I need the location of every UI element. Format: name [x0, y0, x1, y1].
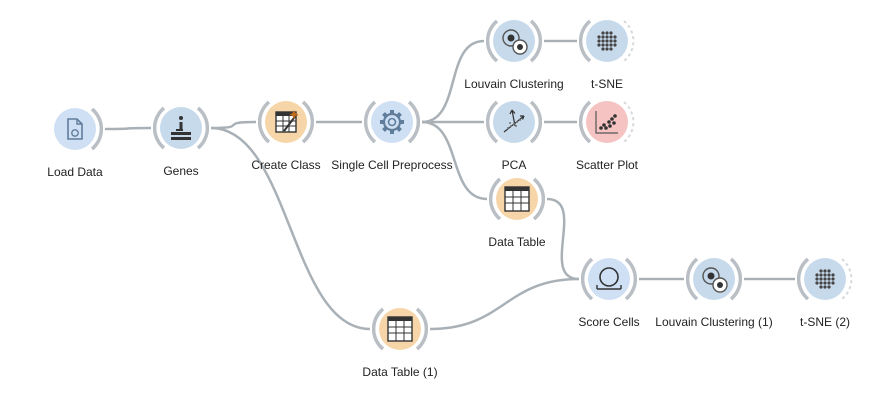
louvain-icon: [502, 29, 528, 55]
gear-icon: [380, 110, 404, 134]
table-icon: [387, 316, 413, 342]
scatter-plot-icon: [595, 111, 618, 134]
tsne-icon: [597, 31, 617, 51]
louvain-clustering-node-disc[interactable]: [485, 13, 543, 69]
louvain-icon: [702, 267, 728, 293]
widget-louvain-clustering-1[interactable]: Louvain Clustering (1): [655, 251, 773, 329]
widget-t-sne[interactable]: t-SNE: [562, 13, 652, 91]
pca-label: PCA: [501, 158, 527, 172]
score-cells-node-disc[interactable]: [580, 251, 638, 307]
data-table-1-node-disc[interactable]: [371, 301, 429, 357]
scatter-plot-node-disc[interactable]: [578, 94, 635, 150]
widget-score-cells[interactable]: Score Cells: [564, 251, 654, 329]
louvain-clustering-1-node-disc[interactable]: [685, 251, 743, 307]
create-class-icon: [275, 110, 299, 133]
louvain-clustering-label: Louvain Clustering: [464, 77, 564, 91]
widget-scatter-plot[interactable]: Scatter Plot: [562, 94, 652, 172]
load-data-label: Load Data: [47, 165, 103, 179]
widget-genes[interactable]: Genes: [136, 100, 226, 178]
data-table-label: Data Table: [488, 235, 546, 249]
t-sne-node-disc[interactable]: [578, 13, 635, 69]
data-table-1-label: Data Table (1): [362, 365, 438, 379]
widget-load-data[interactable]: Load Data: [30, 101, 120, 179]
widget-t-sne-2[interactable]: t-SNE (2): [780, 251, 870, 329]
genes-label: Genes: [163, 164, 199, 178]
widget-louvain-clustering[interactable]: Louvain Clustering: [464, 13, 564, 91]
link-data-table-1-to-score-cells[interactable]: [429, 277, 580, 331]
gene-info-icon: [171, 116, 191, 140]
t-sne-2-label: t-SNE (2): [799, 315, 850, 329]
widget-data-table[interactable]: Data Table: [472, 171, 562, 249]
score-cells-label: Score Cells: [578, 315, 640, 329]
widget-data-table-1[interactable]: Data Table (1): [355, 301, 445, 379]
table-icon: [504, 186, 530, 212]
link-genes-to-data-table-1[interactable]: [210, 126, 371, 331]
create-class-node-disc[interactable]: [257, 94, 315, 150]
widget-create-class[interactable]: Create Class: [241, 94, 331, 172]
pca-icon: [503, 109, 525, 133]
widget-single-cell-preprocess[interactable]: Single Cell Preprocess: [331, 94, 453, 172]
widget-pca[interactable]: PCA: [469, 94, 559, 172]
link-load-data-to-genes[interactable]: [104, 126, 152, 131]
t-sne-label: t-SNE: [590, 77, 623, 91]
load-data-node-disc[interactable]: [47, 101, 104, 157]
louvain-clustering-1-label: Louvain Clustering (1): [655, 315, 773, 329]
data-table-node-disc[interactable]: [488, 171, 546, 227]
link-genes-to-create-class[interactable]: [210, 120, 257, 130]
pca-node-disc[interactable]: [485, 94, 543, 150]
link-data-table-to-score-cells[interactable]: [546, 197, 580, 281]
create-class-label: Create Class: [251, 158, 321, 172]
genes-node-disc[interactable]: [152, 100, 210, 156]
t-sne-2-node-disc[interactable]: [796, 251, 853, 307]
link-single-cell-preprocess-to-data-table[interactable]: [421, 120, 488, 201]
link-single-cell-preprocess-to-louvain-clustering[interactable]: [421, 39, 485, 124]
score-cells-icon: [596, 267, 622, 290]
file-icon: [67, 118, 83, 140]
tsne-icon: [815, 269, 835, 289]
single-cell-preprocess-node-disc[interactable]: [363, 94, 421, 150]
scatter-plot-label: Scatter Plot: [575, 158, 639, 172]
single-cell-preprocess-label: Single Cell Preprocess: [331, 158, 453, 172]
